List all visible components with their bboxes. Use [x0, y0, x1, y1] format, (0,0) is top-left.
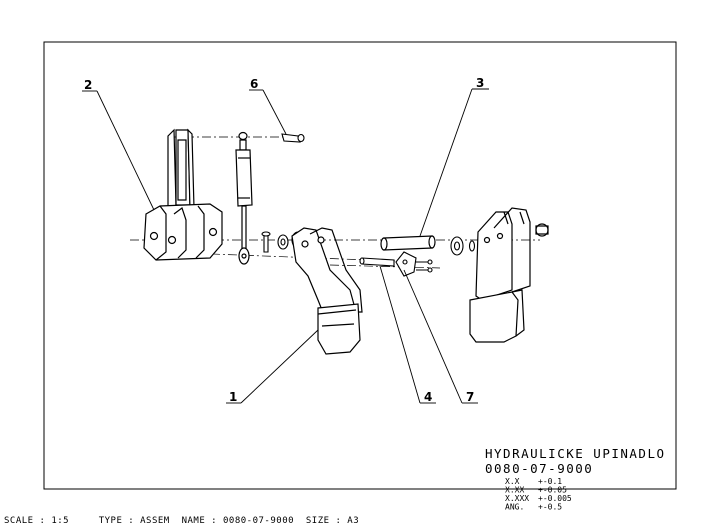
tolerance-label: X.XXX [505, 494, 529, 503]
tolerance-label: ANG. [505, 503, 524, 512]
drawing-number: 0080-07-9000 [485, 461, 593, 476]
tolerance-label: X.XX [505, 486, 524, 495]
footer-scale: SCALE : 1:5 [4, 516, 70, 526]
assembled-clamp [469, 207, 549, 343]
callout-2: 2 [84, 78, 92, 92]
footer-size: SIZE : A3 [305, 516, 360, 526]
part-3-shaft [380, 235, 436, 251]
callout-1: 1 [229, 390, 237, 404]
callout-4: 4 [424, 390, 432, 404]
leader-lines [82, 88, 489, 404]
tolerance-value: +-0.05 [538, 486, 567, 495]
part-1-clamp-arm [291, 227, 363, 355]
drawing-frame [43, 41, 677, 490]
part-4-pin [359, 257, 395, 267]
part-6-cylinder [235, 131, 253, 265]
drawing-footer: SCALE : 1:5 TYPE : ASSEM NAME : 0080-07-… [4, 516, 359, 526]
title-block: HYDRAULICKE UPINADLO 0080-07-9000 X.X +-0… [485, 446, 666, 512]
part-2-bracket [143, 128, 223, 261]
right-washers [450, 236, 476, 256]
callout-7: 7 [466, 390, 474, 404]
part-7-plate [395, 251, 433, 277]
footer-type: TYPE : ASSEM [98, 516, 170, 526]
tolerance-value: +-0.5 [538, 503, 562, 512]
tolerance-value: +-0.1 [538, 477, 562, 486]
footer-name: NAME : 0080-07-9000 [181, 516, 295, 526]
tolerance-label: X.X [505, 477, 520, 486]
part-6-pin [281, 133, 305, 143]
callout-6: 6 [250, 77, 258, 91]
drawing-title: HYDRAULICKE UPINADLO [485, 446, 666, 461]
callout-3: 3 [476, 76, 484, 90]
tolerance-value: +-0.005 [538, 494, 572, 503]
